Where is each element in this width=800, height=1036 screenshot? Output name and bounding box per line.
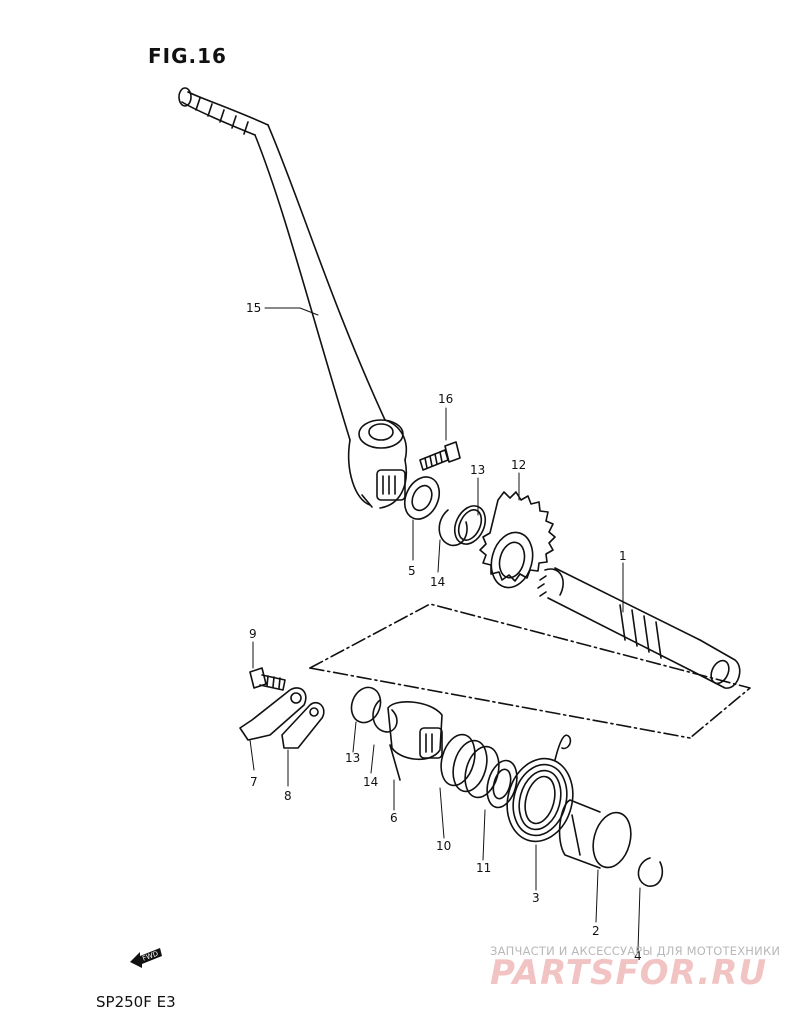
figure-title: FIG.16 — [148, 44, 227, 68]
kick-spring-part-3 — [506, 734, 574, 843]
bolt-part-16 — [419, 441, 461, 471]
callout-4: 4 — [634, 949, 642, 963]
washer-part-5 — [403, 476, 441, 520]
ratchet-part-6 — [387, 701, 443, 781]
callout-3: 3 — [532, 891, 540, 905]
callout-5: 5 — [408, 564, 416, 578]
callout-8: 8 — [284, 789, 292, 803]
fwd-label: FWD — [141, 950, 159, 963]
callout-14-lower: 14 — [363, 775, 378, 789]
callout-10: 10 — [436, 839, 451, 853]
fwd-arrow-icon: FWD — [130, 948, 162, 968]
watermark-tagline: ЗАПЧАСТИ И АКСЕССУАРЫ ДЛЯ МОТОТЕХНИКИ — [490, 944, 781, 958]
callout-6: 6 — [390, 811, 398, 825]
circlip-part-14-upper — [438, 509, 468, 547]
bolt-part-9 — [249, 667, 286, 691]
watermark-logo: PARTSFOR.RU — [490, 953, 768, 993]
washer-part-11 — [486, 759, 518, 809]
callout-12: 12 — [511, 458, 526, 472]
circlip-part-4 — [637, 857, 664, 887]
callout-13-upper: 13 — [470, 463, 485, 477]
gear-part-12 — [479, 491, 556, 589]
stopper-plate-part-7 — [239, 687, 307, 741]
assembly-frame-line — [309, 603, 751, 739]
callout-13-lower: 13 — [345, 751, 360, 765]
circlip-part-14-lower — [372, 699, 398, 733]
kick-lever-part-15 — [178, 87, 407, 509]
callout-1: 1 — [619, 549, 627, 563]
callout-11: 11 — [476, 861, 491, 875]
spring-part-10 — [440, 733, 500, 799]
callout-7: 7 — [250, 775, 258, 789]
callout-16: 16 — [438, 392, 453, 406]
callout-14-upper: 14 — [430, 575, 445, 589]
ring-part-13-lower — [350, 686, 382, 724]
kick-shaft-part-1 — [537, 567, 741, 689]
leader-lines — [249, 307, 641, 951]
model-code: SP250F E3 — [96, 993, 176, 1011]
callout-2: 2 — [592, 924, 600, 938]
callout-15: 15 — [246, 301, 261, 315]
callout-9: 9 — [249, 627, 257, 641]
guide-plate-part-8 — [281, 701, 325, 749]
spring-guide-part-2 — [558, 799, 632, 869]
